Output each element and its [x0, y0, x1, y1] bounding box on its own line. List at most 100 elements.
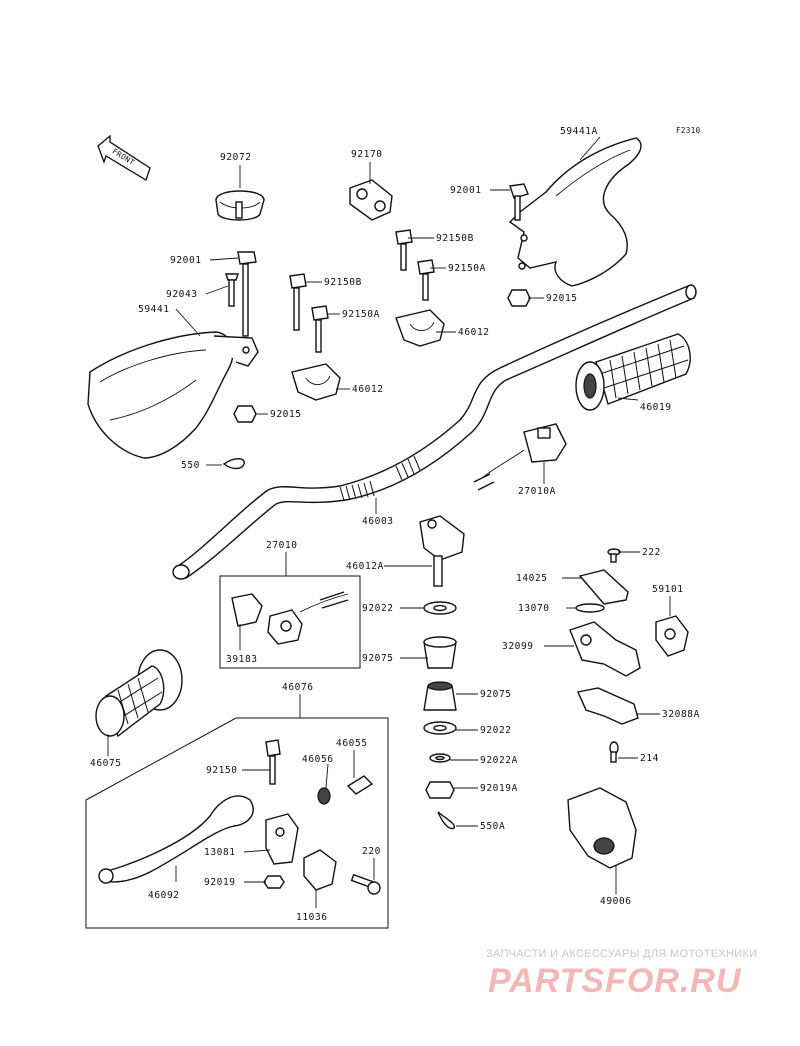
nut-92015-top: [507, 289, 531, 307]
label-92072: 92072: [220, 152, 252, 163]
label-49006: 49006: [600, 896, 632, 907]
label-92019A: 92019A: [480, 783, 518, 794]
adjuster-46056: [317, 787, 331, 805]
bolt-92150B-mid: [289, 273, 307, 331]
nut-92015-left: [233, 405, 257, 423]
adjuster-46055: [346, 775, 374, 795]
label-46075: 46075: [90, 758, 122, 769]
bolt-92150A-mid: [311, 305, 329, 353]
label-59441: 59441: [138, 304, 170, 315]
label-14025: 14025: [516, 573, 548, 584]
housing-32099: [569, 621, 641, 677]
label-46012-top: 46012: [458, 327, 490, 338]
label-92170: 92170: [351, 149, 383, 160]
leader-lines: [107, 136, 671, 908]
label-92150A-mid: 92150A: [342, 309, 380, 320]
label-92022-bot: 92022: [480, 725, 512, 736]
handlebar-46003: [172, 284, 697, 580]
switch-27010-box: [219, 575, 361, 669]
damper-92075-bot: [423, 681, 457, 711]
label-92019: 92019: [204, 877, 236, 888]
label-92150A-top: 92150A: [448, 263, 486, 274]
holder-46012-top: [395, 309, 445, 347]
handguard-59441: [87, 331, 259, 459]
label-11036: 11036: [296, 912, 328, 923]
holder-46012-mid: [291, 363, 341, 401]
switch-27010A: [473, 423, 567, 491]
grip-46075: [95, 649, 183, 738]
label-46012-mid: 46012: [352, 384, 384, 395]
cover-32088A: [577, 687, 639, 725]
perch-13081: [265, 813, 299, 865]
nut-92019: [263, 875, 285, 889]
washer-92022-bot: [423, 721, 457, 735]
plate-14025: [578, 569, 629, 605]
front-arrow-icon: FRONT: [97, 134, 151, 181]
label-46092: 46092: [148, 890, 180, 901]
bolt-92150A-top: [417, 259, 435, 301]
ring-13070: [575, 603, 605, 613]
label-59441A: 59441A: [560, 126, 598, 137]
label-46076: 46076: [282, 682, 314, 693]
pin-92043: [225, 273, 239, 307]
watermark-logo: PARTSFOR.RU: [488, 962, 742, 1000]
label-222: 222: [642, 547, 661, 558]
guard-49006: [567, 787, 637, 869]
part-labels: 92072 92170 59441A 92001 92150B 92150A 9…: [90, 126, 700, 923]
screw-222: [607, 548, 621, 563]
cable-holder-59101: [655, 615, 689, 657]
label-46055: 46055: [336, 738, 368, 749]
label-220: 220: [362, 846, 381, 857]
figure-code: F2310: [676, 126, 701, 135]
label-27010: 27010: [266, 540, 298, 551]
label-92043: 92043: [166, 289, 198, 300]
clamp-11036: [303, 849, 337, 891]
bolt-92001-top: [509, 183, 529, 221]
bolt-92150B-top: [395, 229, 413, 271]
label-32088A: 32088A: [662, 709, 700, 720]
screw-220: [350, 873, 381, 895]
label-92150: 92150: [206, 765, 238, 776]
label-46056: 46056: [302, 754, 334, 765]
label-92150B-top: 92150B: [436, 233, 474, 244]
label-32099: 32099: [502, 641, 534, 652]
handguard-59441A: [508, 137, 642, 287]
screw-214: [609, 741, 619, 763]
label-92150B-mid: 92150B: [324, 277, 362, 288]
label-92015-top: 92015: [546, 293, 578, 304]
label-46003: 46003: [362, 516, 394, 527]
label-46019: 46019: [640, 402, 672, 413]
label-92001-top: 92001: [450, 185, 482, 196]
label-92001-left: 92001: [170, 255, 202, 266]
label-92075-top: 92075: [362, 653, 394, 664]
lever-46092: [98, 795, 254, 884]
washer-92022-top: [423, 601, 457, 615]
nut-92019A: [425, 781, 455, 799]
holder-46012A: [419, 515, 465, 587]
label-92015-left: 92015: [270, 409, 302, 420]
label-92022-top: 92022: [362, 603, 394, 614]
label-46012A: 46012A: [346, 561, 384, 572]
label-13070: 13070: [518, 603, 550, 614]
label-59101: 59101: [652, 584, 684, 595]
label-92022A: 92022A: [480, 755, 518, 766]
lever-assembly-46076-box: [85, 717, 389, 929]
bolt-92001-left: [237, 251, 257, 337]
washer-92022A: [429, 753, 451, 763]
label-550A: 550A: [480, 821, 505, 832]
bolt-92150-lever: [265, 739, 281, 785]
label-27010A: 27010A: [518, 486, 556, 497]
cotter-pin-550A: [437, 811, 455, 830]
cotter-pin-550: [222, 458, 245, 470]
clamp-band-92072: [215, 190, 265, 221]
label-550: 550: [181, 460, 200, 471]
label-214: 214: [640, 753, 659, 764]
label-39183: 39183: [226, 654, 258, 665]
clip-92170: [349, 179, 393, 221]
damper-92075-top: [423, 636, 457, 669]
watermark-tagline: ЗАПЧАСТИ И АКСЕССУАРЫ ДЛЯ МОТОТЕХНИКИ: [486, 948, 758, 960]
grip-46019: [575, 333, 691, 411]
label-92075-bot: 92075: [480, 689, 512, 700]
label-13081: 13081: [204, 847, 236, 858]
